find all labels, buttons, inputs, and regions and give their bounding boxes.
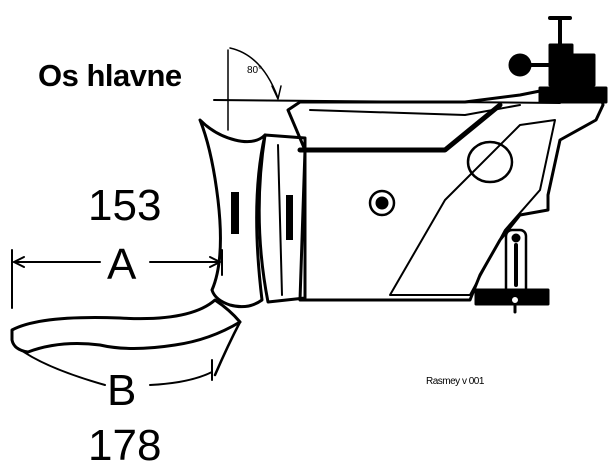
dim-a-arrow-right xyxy=(209,256,221,268)
trigger-guard-strip xyxy=(297,102,503,153)
palm-shelf-curl xyxy=(213,320,242,377)
caption-text: Rasmey v 001 xyxy=(426,376,484,387)
grip-panel xyxy=(389,119,556,296)
barrel-axis-label: Os hlavne xyxy=(38,58,182,93)
screw-inner xyxy=(375,196,389,210)
thumb-pad xyxy=(466,140,514,184)
grip-outline xyxy=(198,118,267,309)
angle-arc xyxy=(229,47,279,99)
rear-sight-assembly xyxy=(508,16,608,104)
dim-b-arc-right xyxy=(149,371,213,386)
angle-arrowhead xyxy=(271,85,282,100)
frame-lower-edge xyxy=(309,104,521,116)
dimension-b-value: 178 xyxy=(88,421,162,470)
angle-label: 80° xyxy=(247,65,263,76)
dimension-b-letter: B xyxy=(107,366,137,415)
screw-outer xyxy=(368,189,396,217)
plate-slot-2 xyxy=(286,195,293,240)
plate-slot-1 xyxy=(231,192,239,234)
dimension-a-letter: A xyxy=(107,240,137,289)
adjustable-rest xyxy=(474,228,550,314)
dim-b-arc-left xyxy=(17,347,106,386)
dimension-a-value: 153 xyxy=(88,181,162,230)
receiver-outline xyxy=(286,88,605,302)
dim-a-arrow-left xyxy=(13,256,25,268)
palm-shelf xyxy=(10,298,242,354)
